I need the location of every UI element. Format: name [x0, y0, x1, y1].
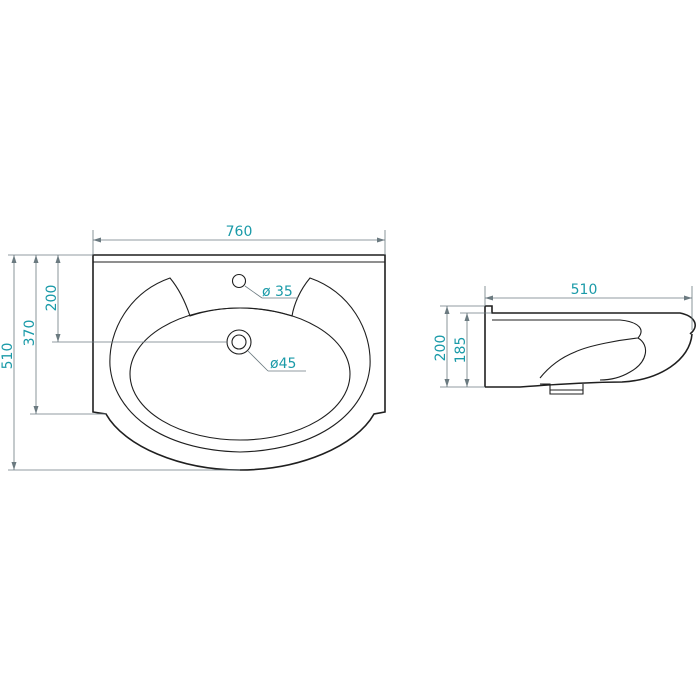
side-height-arrow-top	[444, 306, 450, 314]
side-drain	[540, 383, 584, 395]
side-height-label: 200	[433, 335, 449, 362]
side-depth-label: 510	[571, 282, 598, 298]
tap-hole	[231, 273, 247, 289]
drain-hole-leader	[247, 350, 269, 372]
width-arrow-left	[93, 237, 101, 243]
side-top-rim	[485, 305, 696, 335]
side-inner-height-label: 185	[453, 337, 469, 364]
side-depth-arrow-left	[485, 295, 493, 301]
front-depth-label: 370	[22, 320, 38, 347]
side-outer-profile	[485, 333, 693, 388]
width-arrow-right	[377, 237, 385, 243]
side-height-arrow-bottom	[444, 379, 450, 387]
side-bowl-curve	[599, 337, 647, 381]
deck-outline	[109, 277, 371, 453]
overall-depth-arrow-bottom	[11, 462, 17, 470]
tap-hole-label: ø 35	[262, 284, 293, 300]
drain-hole-outer	[226, 329, 252, 355]
bowl-outline	[129, 307, 351, 441]
side-view: 510 200 185	[433, 282, 696, 395]
side-inner-height-arrow-bottom	[464, 379, 470, 387]
side-inner-profile	[492, 319, 642, 379]
drain-hole-label: ø45	[270, 356, 296, 372]
front-depth-arrow-top	[33, 255, 39, 263]
basin-outline	[92, 254, 386, 471]
drain-hole-inner	[231, 334, 247, 350]
side-depth-arrow-right	[684, 295, 692, 301]
overall-depth-arrow-top	[11, 255, 17, 263]
drain-depth-label: 200	[44, 285, 60, 312]
width-label: 760	[226, 224, 253, 240]
overall-depth-label: 510	[0, 343, 16, 370]
top-view: ø 35 ø45 760 510 370 200	[0, 224, 386, 471]
drain-depth-arrow-bottom	[55, 334, 61, 342]
side-inner-height-arrow-top	[464, 313, 470, 321]
drain-depth-arrow-top	[55, 255, 61, 263]
front-depth-arrow-bottom	[33, 406, 39, 414]
tap-hole-leader	[244, 285, 263, 299]
